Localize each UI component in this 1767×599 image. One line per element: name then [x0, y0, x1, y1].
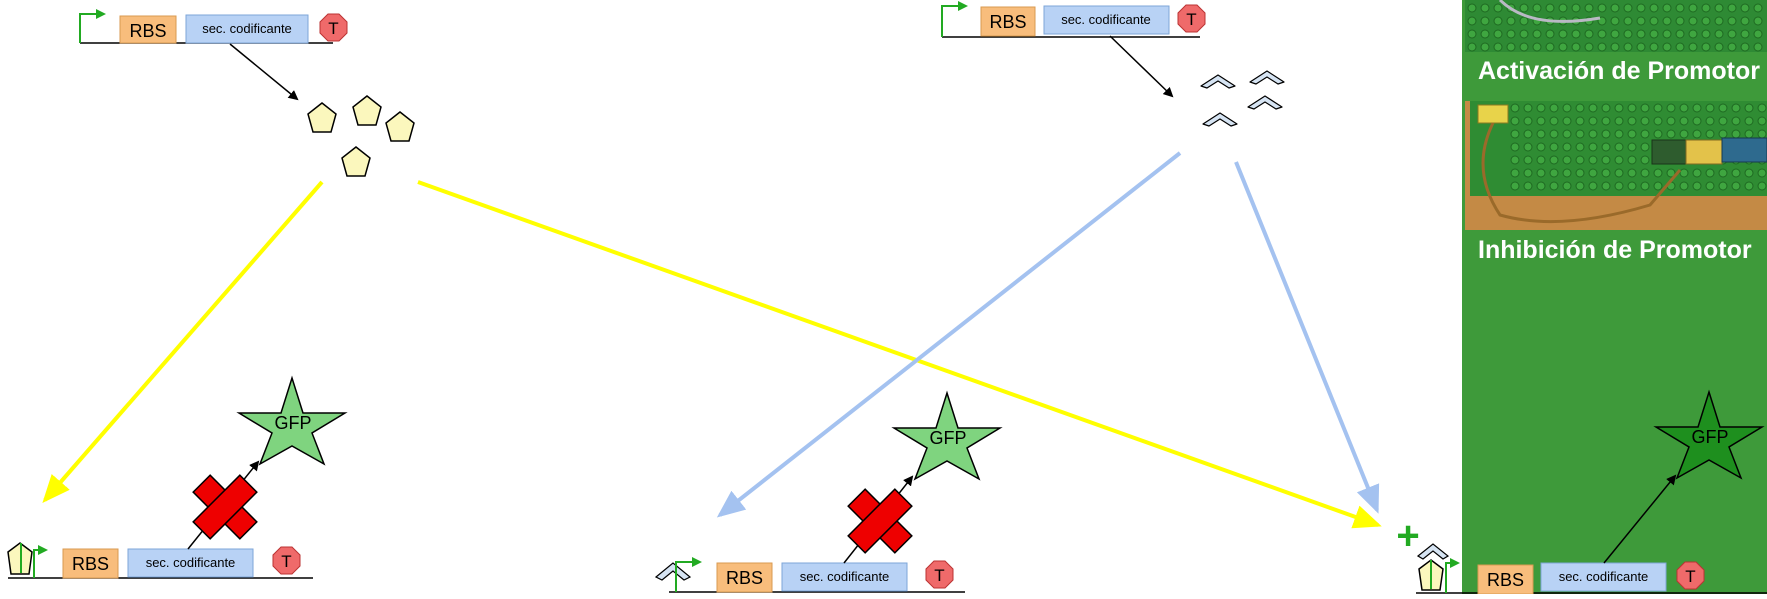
caption-promoter-inhibition: Inhibición de Promotor [1478, 236, 1752, 264]
gfp-label: GFP [929, 428, 966, 448]
rbs-label: RBS [1487, 570, 1524, 590]
promoter-arrow [675, 557, 702, 592]
coding-sequence-label: sec. codificante [1061, 12, 1151, 27]
inhibitor-molecule [1249, 70, 1285, 85]
gfp-star [891, 390, 1003, 481]
rbs-label: RBS [72, 554, 109, 574]
construct-bottom-left: RBS sec. codificante T GFP [7, 375, 348, 579]
coding-sequence-box [1540, 562, 1667, 592]
activator-molecules [307, 95, 415, 177]
inhibitor-molecule-bound [1416, 543, 1450, 560]
promoter-arrow [33, 545, 48, 578]
caption-promoter-activation: Activación de Promotor [1478, 57, 1760, 85]
rbs-box [980, 6, 1036, 37]
gfp-label: GFP [1691, 427, 1728, 447]
gfp-star [236, 375, 348, 466]
activator-arrow-to-left [42, 180, 324, 504]
promoter-arrow [941, 1, 968, 37]
expression-arrow [229, 43, 299, 101]
expression-arrow [1109, 35, 1174, 98]
inhibitor-arrow-to-right [1234, 161, 1380, 514]
rbs-box [62, 548, 119, 579]
terminator-octagon [1676, 561, 1705, 590]
side-panel [1462, 0, 1767, 594]
activator-molecule [307, 102, 337, 133]
rbs-box [1477, 564, 1534, 595]
inhibitor-molecules [1200, 70, 1285, 127]
promoter-arrow [1445, 558, 1460, 593]
blocked-cross [192, 474, 258, 540]
terminator-octagon [1177, 4, 1206, 33]
construct-bottom-right: + RBS sec. codificante T GFP [1396, 389, 1767, 595]
construct-inhibitor-source: RBS sec. codificante T [941, 1, 1206, 98]
coding-sequence-label: sec. codificante [146, 555, 236, 570]
terminator-octagon [925, 560, 954, 589]
rbs-box [716, 562, 773, 593]
coding-sequence-box [1043, 5, 1170, 35]
promoter-arrow [79, 9, 106, 43]
terminator-label: T [281, 552, 291, 571]
terminator-octagon [319, 13, 348, 42]
terminator-label: T [934, 566, 944, 585]
coding-sequence-box [185, 14, 309, 44]
activator-molecule [341, 146, 371, 177]
inhibitor-molecule [1202, 112, 1238, 127]
plus-sign: + [1396, 514, 1419, 558]
rbs-label: RBS [726, 568, 763, 588]
coding-sequence-label: sec. codificante [800, 569, 890, 584]
lego-photo-inhibition [1465, 101, 1767, 230]
lego-photo-activation [1465, 0, 1767, 52]
coding-sequence-box [781, 562, 908, 592]
rbs-label: RBS [129, 21, 166, 41]
rbs-label: RBS [989, 12, 1026, 32]
activator-molecule [352, 95, 382, 126]
terminator-label: T [1685, 567, 1695, 586]
activator-arrow-to-right [417, 180, 1382, 529]
construct-activator-source: RBS sec. codificante T [79, 9, 348, 101]
terminator-octagon [272, 546, 301, 575]
activator-molecule [385, 111, 415, 142]
inhibitor-molecule [1200, 74, 1236, 89]
coding-sequence-label: sec. codificante [202, 21, 292, 36]
coding-sequence-label: sec. codificante [1559, 569, 1649, 584]
coding-sequence-box [127, 548, 254, 578]
terminator-label: T [328, 19, 338, 38]
gfp-label: GFP [274, 413, 311, 433]
expression-arrow [1603, 474, 1677, 564]
construct-bottom-middle: RBS sec. codificante T GFP [654, 390, 1003, 593]
inhibitor-molecule [1247, 95, 1283, 110]
gfp-star [1653, 389, 1765, 480]
inhibitor-arrow-to-middle [716, 151, 1182, 518]
rbs-box [119, 15, 177, 44]
blocked-cross [847, 488, 913, 554]
terminator-label: T [1186, 10, 1196, 29]
side-panel-background [1462, 0, 1767, 594]
inhibitor-molecule-bound [654, 562, 692, 581]
